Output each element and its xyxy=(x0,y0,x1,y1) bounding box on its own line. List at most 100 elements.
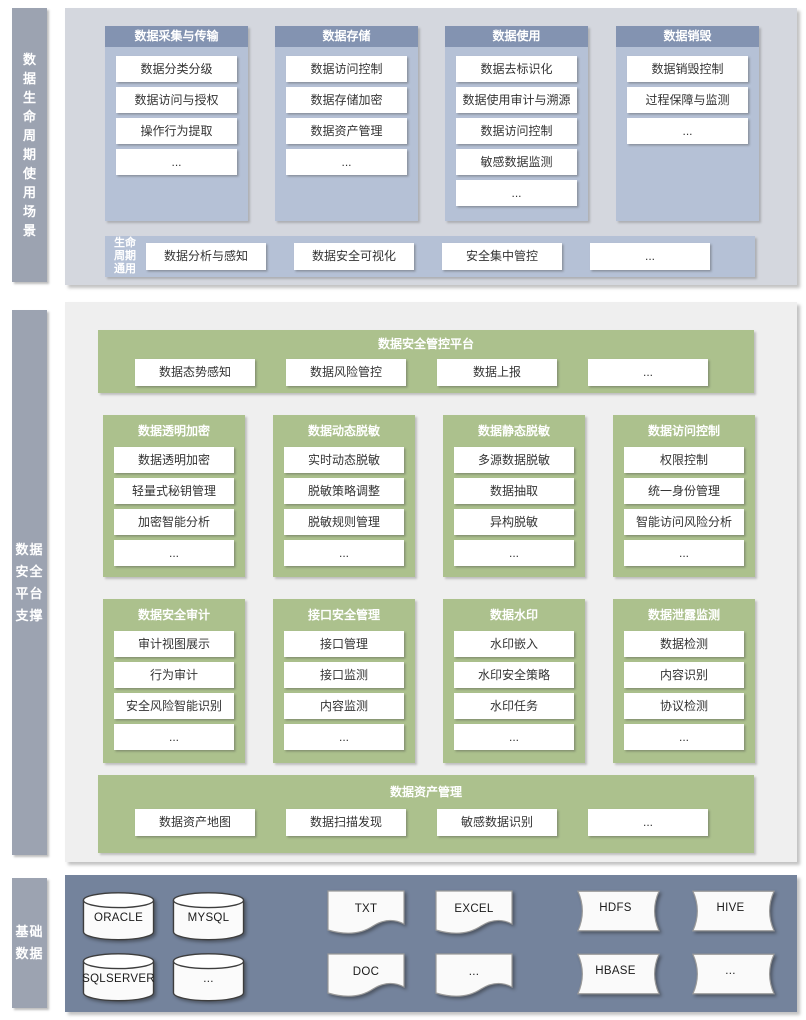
module-item-box: 加密智能分析 xyxy=(114,509,234,535)
platform-item-box: ... xyxy=(588,359,708,386)
lifecycle-column-title: 数据存储 xyxy=(275,26,418,47)
database-cylinder-shape: MYSQL xyxy=(172,891,245,941)
lifecycle-item-box: 操作行为提取 xyxy=(116,118,237,144)
database-cylinder-shape: ... xyxy=(172,952,245,1002)
module-item-box: 行为审计 xyxy=(114,662,234,688)
lifecycle-item-box: 数据去标识化 xyxy=(456,56,577,82)
module-items: 数据检测内容识别协议检测... xyxy=(613,631,755,750)
file-document-icon xyxy=(435,953,513,997)
lifecycle-column-usage: 数据使用 数据去标识化数据使用审计与溯源数据访问控制敏感数据监测... xyxy=(445,26,588,221)
lifecycle-item-box: 数据访问控制 xyxy=(456,118,577,144)
module-item-box: 水印任务 xyxy=(454,693,574,719)
module-title: 数据动态脱敏 xyxy=(307,424,380,438)
module-item-box: 实时动态脱敏 xyxy=(284,447,404,473)
bigdata-store-icon xyxy=(577,953,660,995)
module-items: 水印嵌入水印安全策略水印任务... xyxy=(443,631,585,750)
lifecycle-common-item-box: 数据分析与感知 xyxy=(146,243,266,270)
asset-management-title: 数据资产管理 xyxy=(389,785,462,799)
bigdata-store-shape: HIVE xyxy=(686,890,775,932)
file-document-shape: ... xyxy=(435,953,513,1001)
security-control-platform-bar: 数据安全管控平台 数据态势感知数据风险管控数据上报... xyxy=(98,330,754,393)
module-item-box: 数据抽取 xyxy=(454,478,574,504)
lifecycle-column-title: 数据使用 xyxy=(445,26,588,47)
lifecycle-common-item-box: ... xyxy=(590,243,710,270)
module-item-box: 多源数据脱敏 xyxy=(454,447,574,473)
database-sources-group: ORACLE MYSQL SQLSERVER ... xyxy=(82,891,245,1002)
lifecycle-column-storage: 数据存储 数据访问控制数据存储加密数据资产管理... xyxy=(275,26,418,221)
module-items: 多源数据脱敏数据抽取异构脱敏... xyxy=(443,447,585,566)
lifecycle-column-items: 数据分类分级数据访问与授权操作行为提取... xyxy=(105,47,248,175)
module-item-box: 轻量式秘钥管理 xyxy=(114,478,234,504)
module-title: 数据访问控制 xyxy=(647,424,720,438)
lifecycle-side-label-text: 数据生命周期使用场景 xyxy=(22,52,36,238)
lifecycle-item-box: ... xyxy=(116,149,237,175)
module-title: 数据安全审计 xyxy=(137,608,210,622)
lifecycle-column-destruction: 数据销毁 数据销毁控制过程保障与监测... xyxy=(616,26,759,221)
module-title: 接口安全管理 xyxy=(307,608,380,622)
security-control-platform-title: 数据安全管控平台 xyxy=(377,337,474,351)
module-items: 权限控制统一身份管理智能访问风险分析... xyxy=(613,447,755,566)
bigdata-label: HIVE xyxy=(716,902,745,914)
module-item-box: ... xyxy=(454,540,574,566)
module-item-box: 安全风险智能识别 xyxy=(114,693,234,719)
file-sources-group: TXT EXCEL DOC ... xyxy=(327,890,513,1001)
lifecycle-column-items: 数据访问控制数据存储加密数据资产管理... xyxy=(275,47,418,175)
module-item-box: 接口监测 xyxy=(284,662,404,688)
file-label: TXT xyxy=(354,903,378,915)
bigdata-store-shape: ... xyxy=(686,953,775,995)
module-dynamic-masking: 数据动态脱敏 实时动态脱敏脱敏策略调整脱敏规则管理... xyxy=(273,415,415,577)
lifecycle-common-items: 数据分析与感知数据安全可视化安全集中管控... xyxy=(146,243,710,270)
base-data-section-side-label: 基础数据 xyxy=(12,878,47,1008)
bigdata-label: ... xyxy=(725,965,736,977)
lifecycle-item-box: 数据资产管理 xyxy=(286,118,407,144)
module-item-box: ... xyxy=(284,540,404,566)
module-item-box: 审计视图展示 xyxy=(114,631,234,657)
module-items: 数据透明加密轻量式秘钥管理加密智能分析... xyxy=(103,447,245,566)
module-security-audit: 数据安全审计 审计视图展示行为审计安全风险智能识别... xyxy=(103,599,245,763)
lifecycle-item-box: ... xyxy=(286,149,407,175)
database-cylinder-icon xyxy=(82,892,155,941)
database-label: SQLSERVER xyxy=(82,973,155,985)
module-item-box: 内容监测 xyxy=(284,693,404,719)
module-item-box: 脱敏策略调整 xyxy=(284,478,404,504)
bigdata-store-icon xyxy=(692,890,775,932)
module-transparent-encryption: 数据透明加密 数据透明加密轻量式秘钥管理加密智能分析... xyxy=(103,415,245,577)
platform-item-box: 敏感数据识别 xyxy=(437,809,557,836)
lifecycle-item-box: 过程保障与监测 xyxy=(627,87,748,113)
lifecycle-item-box: 数据访问与授权 xyxy=(116,87,237,113)
lifecycle-common-item-box: 安全集中管控 xyxy=(442,243,562,270)
platform-panel: 数据安全管控平台 数据态势感知数据风险管控数据上报... 数据透明加密 数据透明… xyxy=(65,302,797,862)
file-document-shape: DOC xyxy=(327,953,405,1001)
module-item-box: 水印嵌入 xyxy=(454,631,574,657)
security-control-platform-items: 数据态势感知数据风险管控数据上报... xyxy=(98,359,754,386)
module-access-control: 数据访问控制 权限控制统一身份管理智能访问风险分析... xyxy=(613,415,755,577)
module-title: 数据水印 xyxy=(489,608,538,622)
platform-item-box: 数据风险管控 xyxy=(286,359,406,386)
database-cylinder-shape: SQLSERVER xyxy=(82,952,155,1002)
platform-item-box: 数据资产地图 xyxy=(135,809,255,836)
module-static-masking: 数据静态脱敏 多源数据脱敏数据抽取异构脱敏... xyxy=(443,415,585,577)
module-item-box: ... xyxy=(114,724,234,750)
database-cylinder-icon xyxy=(172,892,245,941)
file-document-shape: EXCEL xyxy=(435,890,513,938)
module-item-box: 数据检测 xyxy=(624,631,744,657)
module-item-box: 统一身份管理 xyxy=(624,478,744,504)
database-cylinder-icon xyxy=(82,953,155,1002)
module-item-box: 接口管理 xyxy=(284,631,404,657)
lifecycle-common-label: 生命周期通用 xyxy=(114,237,136,275)
platform-section-side-label: 数据安全平台支撑 xyxy=(12,310,47,855)
file-document-icon xyxy=(327,890,405,934)
lifecycle-column-title: 数据采集与传输 xyxy=(105,26,248,47)
asset-management-items: 数据资产地图数据扫描发现敏感数据识别... xyxy=(98,809,754,836)
file-label: ... xyxy=(468,966,480,978)
base-data-panel: ORACLE MYSQL SQLSERVER ... xyxy=(65,875,797,1012)
lifecycle-item-box: 数据销毁控制 xyxy=(627,56,748,82)
platform-item-box: 数据态势感知 xyxy=(135,359,255,386)
module-item-box: ... xyxy=(624,724,744,750)
bigdata-label: HDFS xyxy=(599,902,632,914)
bigdata-store-icon xyxy=(577,890,660,932)
module-item-box: 脱敏规则管理 xyxy=(284,509,404,535)
bigdata-store-icon xyxy=(692,953,775,995)
lifecycle-common-row: 生命周期通用 数据分析与感知数据安全可视化安全集中管控... xyxy=(105,236,755,277)
